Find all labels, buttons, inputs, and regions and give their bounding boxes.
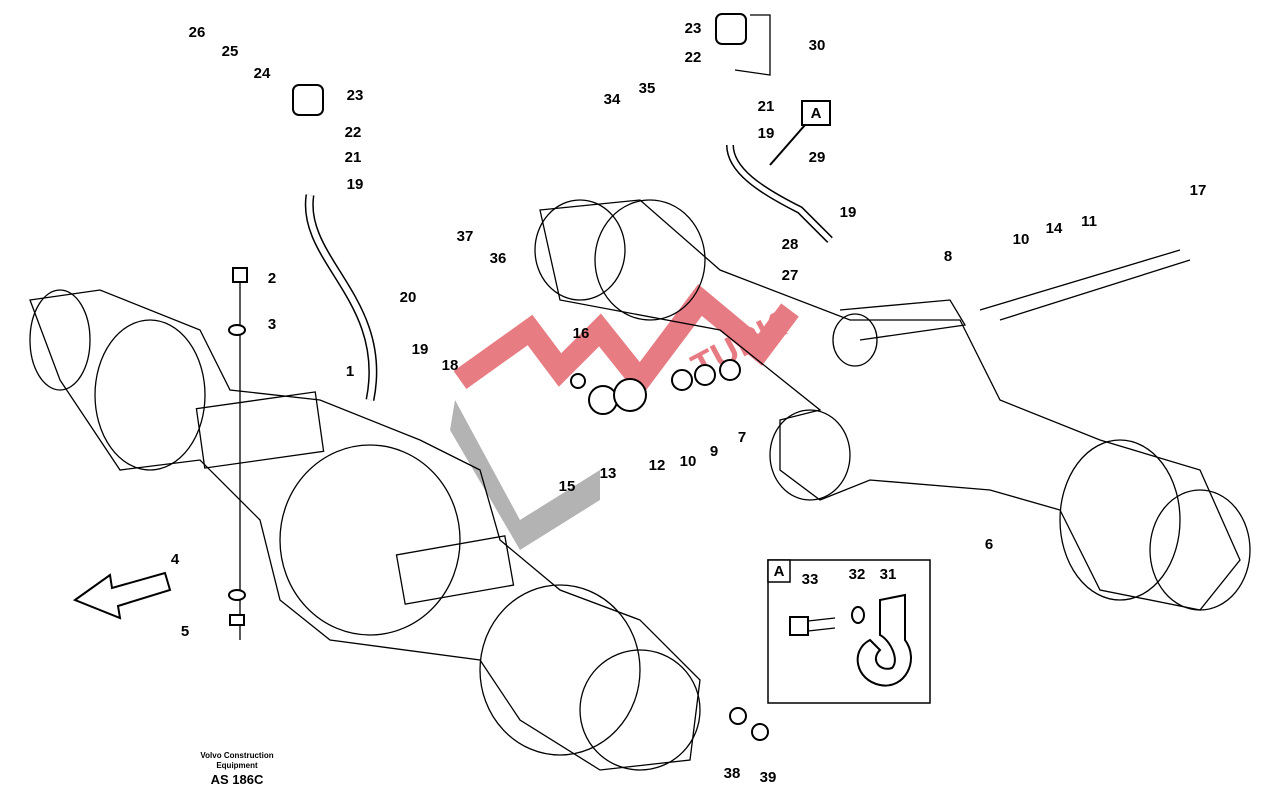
callout: 14 <box>1046 220 1063 237</box>
callout: 13 <box>600 465 617 482</box>
callout: 1 <box>346 363 354 380</box>
callout: 24 <box>254 65 271 82</box>
callout: 23 <box>685 20 702 37</box>
breather-top <box>570 13 833 741</box>
callout: 15 <box>559 478 576 495</box>
callout: 22 <box>345 124 362 141</box>
callout: 19 <box>840 204 857 221</box>
callout: 3 <box>268 316 276 333</box>
direction-arrow <box>72 571 172 620</box>
callout: 25 <box>222 43 239 60</box>
callout: 17 <box>1190 182 1207 199</box>
callout: 32 <box>849 566 866 583</box>
callout: 4 <box>171 551 180 568</box>
view-marker-a: A <box>769 100 831 166</box>
callout: 6 <box>985 536 993 553</box>
callout: 10 <box>680 453 697 470</box>
callout: 39 <box>760 769 777 786</box>
credit-line-1: Volvo Construction <box>200 751 273 760</box>
callout: 29 <box>809 149 826 166</box>
callout: 28 <box>782 236 799 253</box>
callout: 22 <box>685 49 702 66</box>
callout: 2 <box>268 270 276 287</box>
svg-text:A: A <box>774 563 785 580</box>
callout: 36 <box>490 250 507 267</box>
callout: 9 <box>710 443 718 460</box>
callout: 30 <box>809 37 826 54</box>
callout: 8 <box>944 248 952 265</box>
callout: 11 <box>1081 213 1097 230</box>
callout: 21 <box>345 149 362 166</box>
callout: 16 <box>573 325 590 342</box>
callout: 5 <box>181 623 189 640</box>
breather-hose-left <box>228 84 378 626</box>
callout: 21 <box>758 98 775 115</box>
watermark-logo: TURK <box>450 284 799 550</box>
callout: 26 <box>189 24 206 41</box>
credit-line-2: Equipment <box>216 761 258 770</box>
callout-labels: 26 25 24 23 22 21 19 2 3 20 1 19 18 4 5 … <box>171 20 1207 786</box>
callout: 19 <box>758 125 775 142</box>
callout: 18 <box>442 357 459 374</box>
callout: 31 <box>880 566 897 583</box>
callout: 19 <box>347 176 364 193</box>
callout: 12 <box>649 457 666 474</box>
callout: 10 <box>1013 231 1030 248</box>
callout: 35 <box>639 80 656 97</box>
svg-text:A: A <box>811 105 822 122</box>
callout: 20 <box>400 289 417 306</box>
detail-inset-a: A <box>767 559 931 704</box>
callout: 34 <box>604 91 621 108</box>
callout: 7 <box>738 429 746 446</box>
callout: 19 <box>412 341 429 358</box>
drawing-code: AS 186C <box>211 772 264 787</box>
callout: 23 <box>347 87 364 104</box>
callout: 37 <box>457 228 474 245</box>
rear-axle-housing <box>534 199 1251 611</box>
callout: 38 <box>724 765 741 782</box>
callout: 27 <box>782 267 799 284</box>
callout: 33 <box>802 571 819 588</box>
